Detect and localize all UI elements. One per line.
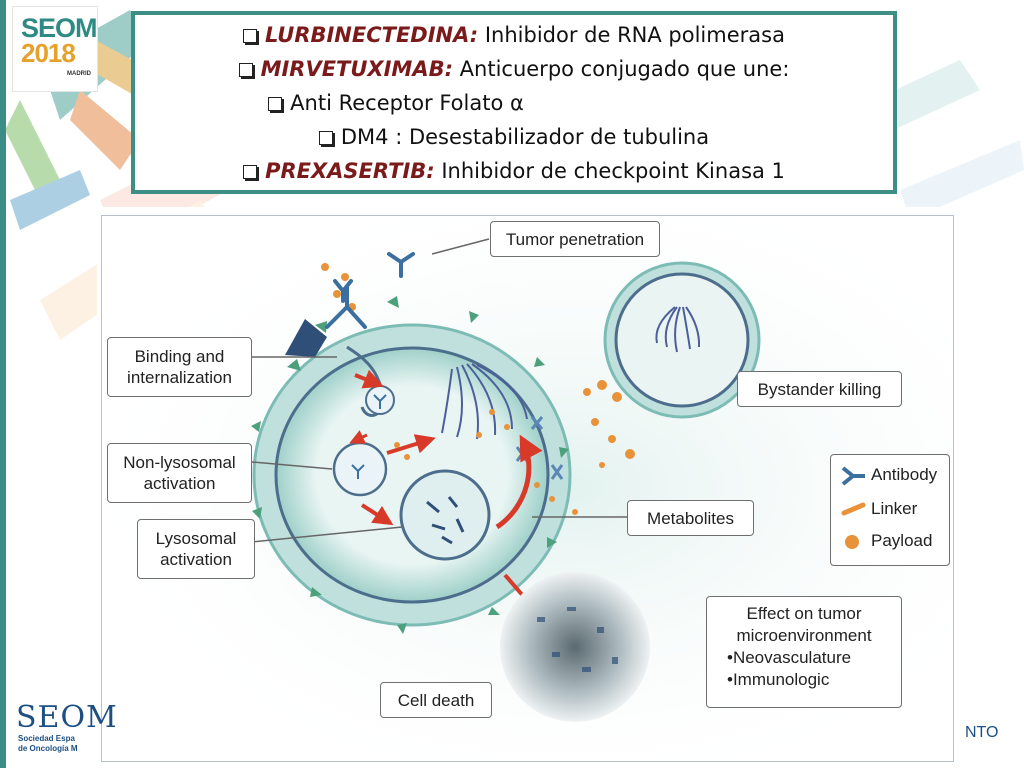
checkbox-bullet-icon	[243, 165, 258, 179]
legend-label: Payload	[871, 531, 933, 550]
drug-keyword: LURBINECTEDINA:	[265, 23, 479, 47]
label-text: Non-lysosomal	[123, 453, 236, 472]
title-line-4: DM4 : Desestabilizador de tubulina	[135, 123, 893, 151]
label-binding-internalization: Binding and internalization	[107, 337, 252, 397]
checkbox-bullet-icon	[238, 63, 253, 77]
label-text: Metabolites	[647, 508, 734, 528]
label-text: activation	[143, 474, 216, 493]
label-tumor-penetration: Tumor penetration	[490, 221, 660, 257]
effect-item: •Neovasculature	[727, 648, 852, 667]
drug-description: Anti Receptor Folato α	[290, 91, 524, 115]
drug-description: Inhibidor de checkpoint Kinasa 1	[434, 159, 785, 183]
antibody-icon	[841, 466, 865, 486]
seom-sub-line: Sociedad Espa	[18, 734, 75, 743]
label-text: Bystander killing	[757, 379, 882, 399]
drug-description: DM4 : Desestabilizador de tubulina	[340, 125, 710, 149]
footer-right-fragment: NTO	[965, 724, 999, 741]
checkbox-bullet-icon	[318, 131, 333, 145]
adc-mechanism-figure: Tumor penetration Binding and internaliz…	[97, 207, 970, 768]
label-text: Binding and	[134, 347, 225, 366]
label-text: internalization	[127, 368, 232, 387]
legend-label: Linker	[871, 499, 918, 518]
logo-year: 2018	[21, 38, 76, 68]
left-accent-stripe	[0, 0, 6, 768]
seom-2018-logo: SEOM 2018 MADRID	[12, 6, 98, 92]
title-box: LURBINECTEDINA: Inhibidor de RNA polimer…	[131, 11, 897, 194]
figure-frame	[101, 215, 954, 762]
label-text: Tumor penetration	[505, 229, 645, 249]
title-line-5: PREXASERTIB: Inhibidor de checkpoint Kin…	[135, 157, 893, 185]
checkbox-bullet-icon	[268, 97, 283, 111]
legend-label: Antibody	[871, 465, 938, 484]
label-cell-death: Cell death	[380, 682, 492, 718]
figure-legend: Antibody Linker Payload	[830, 454, 950, 566]
logo-word: SEOM	[21, 13, 98, 43]
drug-description: Anticuerpo conjugado que une:	[452, 57, 790, 81]
seom-society-subtitle: Sociedad Espa de Oncología M	[18, 734, 78, 754]
linker-icon	[841, 502, 866, 516]
title-line-1: LURBINECTEDINA: Inhibidor de RNA polimer…	[135, 21, 893, 49]
seom-sub-line: de Oncología M	[18, 744, 78, 753]
checkbox-bullet-icon	[243, 29, 258, 43]
title-line-3: Anti Receptor Folato α	[17, 89, 775, 117]
effect-heading: microenvironment	[736, 626, 872, 645]
title-line-2: MIRVETUXIMAB: Anticuerpo conjugado que u…	[135, 55, 893, 83]
effect-heading: Effect on tumor	[746, 604, 862, 623]
effect-item: •Immunologic	[727, 670, 830, 689]
drug-description: Inhibidor de RNA polimerasa	[478, 23, 785, 47]
label-text: Cell death	[397, 690, 475, 710]
drug-keyword: PREXASERTIB:	[265, 159, 435, 183]
logo-city: MADRID	[67, 71, 91, 77]
seom-society-logo: SEOM	[16, 700, 118, 735]
label-metabolites: Metabolites	[627, 500, 754, 536]
label-lysosomal-activation: Lysosomal activation	[137, 519, 255, 579]
label-bystander-killing: Bystander killing	[737, 371, 902, 407]
label-text: Lysosomal	[155, 529, 237, 548]
effect-on-tumor-microenvironment: Effect on tumor microenvironment •Neovas…	[706, 596, 902, 708]
payload-icon	[845, 535, 859, 549]
drug-keyword: MIRVETUXIMAB:	[260, 57, 453, 81]
label-text: activation	[160, 550, 232, 569]
dying-cell	[500, 572, 650, 722]
label-non-lysosomal-activation: Non-lysosomal activation	[107, 443, 252, 503]
